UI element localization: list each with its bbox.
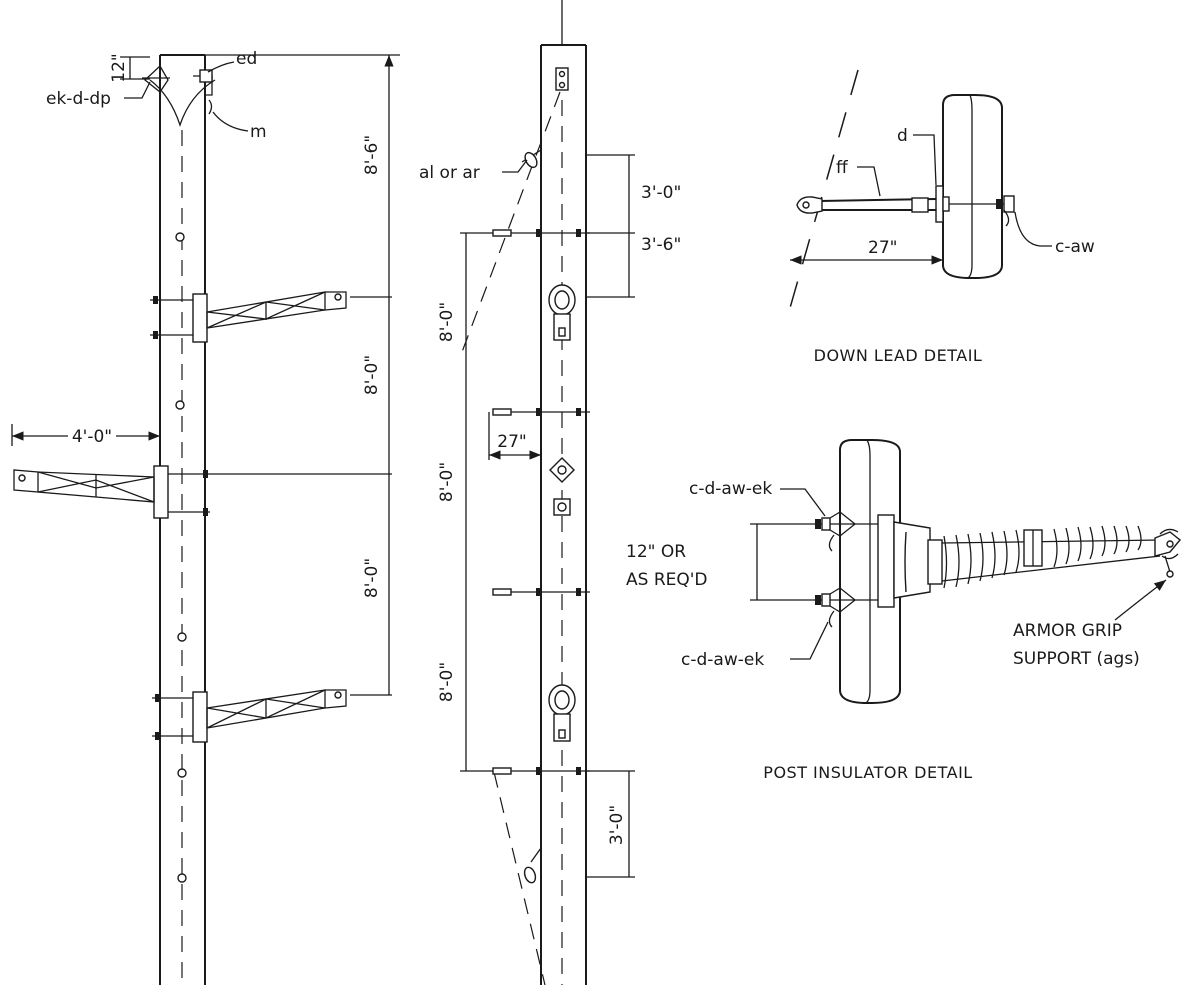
- bolt-rows: [492, 229, 590, 775]
- dim-4ft-0in: 4'-0": [72, 427, 112, 447]
- post-insulator-detail: c-d-aw-ek 12" OR AS REQ'D c-d-aw-ek ARMO…: [626, 439, 1181, 782]
- title-post-insulator-detail: POST INSULATOR DETAIL: [763, 763, 972, 782]
- guy-line-upper: [461, 91, 561, 353]
- lower-crossarm: [152, 689, 347, 743]
- down-lead-bracket: [935, 185, 944, 223]
- spacing-line-2: AS REQ'D: [626, 570, 708, 590]
- callout-ed: ed: [236, 49, 257, 69]
- pole-2: [540, 0, 587, 985]
- leader-ff: [857, 166, 881, 197]
- callout-ek-d-dp: ek-d-dp: [46, 89, 111, 109]
- leader-ek-d-dp: [124, 81, 151, 99]
- dim-8ft-0in-c: 8'-0": [437, 662, 457, 702]
- dim-8ft-0in-upper: 8'-0": [362, 355, 382, 395]
- leader-al-or-ar: [502, 159, 528, 173]
- post-insulator-sheds: [941, 525, 1161, 589]
- view2-dimensions: [460, 154, 635, 878]
- armor-grip-line-2: SUPPORT (ags): [1013, 649, 1140, 669]
- pole-elevation-view: 12" ed ek-d-dp m 8'-6" 8'-0" 8'-0" 4'-0": [11, 49, 400, 985]
- post-insulator-body: [877, 514, 943, 608]
- post-insulator-bolts: [812, 511, 890, 628]
- callout-c-aw: c-aw: [1055, 237, 1095, 257]
- leader-c-d-aw-ek-top: [780, 488, 826, 517]
- view1-dimensions: [11, 54, 400, 696]
- top-hardware: [142, 64, 213, 115]
- callout-m: m: [250, 122, 267, 142]
- leader-m: [212, 111, 249, 132]
- dim-12in-top: 12": [109, 53, 129, 82]
- pole-1: [149, 54, 216, 985]
- insulator-lower: [548, 684, 576, 742]
- leader-armor-grip: [1114, 579, 1167, 621]
- dim-8ft-0in-a: 8'-0": [437, 302, 457, 342]
- upper-crossarm: [150, 291, 347, 343]
- dim-27in-down-lead: 27": [868, 238, 897, 258]
- guy-line-lower: [493, 771, 546, 986]
- armor-grip-line-1: ARMOR GRIP: [1013, 621, 1122, 641]
- spacing-line-1: 12" OR: [626, 542, 686, 562]
- leader-d: [913, 134, 937, 186]
- dim-27in: 27": [497, 432, 526, 452]
- spacing-dimension: [750, 523, 812, 601]
- leader-ed: [207, 61, 235, 73]
- dim-3ft-6in: 3'-6": [641, 235, 681, 255]
- dim-3ft-0in-bottom: 3'-0": [607, 805, 627, 845]
- dim-8ft-0in-b: 8'-0": [437, 462, 457, 502]
- double-pole-upper: [942, 94, 1003, 279]
- callout-d: d: [897, 126, 908, 146]
- callout-c-d-aw-ek-top: c-d-aw-ek: [689, 479, 772, 499]
- leader-c-d-aw-ek-bottom: [790, 621, 829, 660]
- armor-grip-support: [1154, 528, 1181, 578]
- callout-ff: ff: [836, 158, 849, 178]
- dim-8ft-6in: 8'-6": [362, 135, 382, 175]
- leader-c-aw: [1014, 211, 1052, 247]
- down-lead-line: [787, 69, 859, 316]
- down-lead-rod: [796, 196, 937, 214]
- guy-attachment-lower: [523, 847, 542, 884]
- guy-attachment-upper: [521, 149, 542, 169]
- dim-3ft-0in-top: 3'-0": [641, 183, 681, 203]
- title-down-lead-detail: DOWN LEAD DETAIL: [814, 346, 983, 365]
- pole-step-plate: [549, 457, 575, 516]
- dim-8ft-0in-lower: 8'-0": [362, 558, 382, 598]
- middle-crossarm: [13, 465, 210, 519]
- callout-al-or-ar: al or ar: [419, 163, 480, 183]
- callout-c-d-aw-ek-bottom: c-d-aw-ek: [681, 650, 764, 670]
- pole-front-view: al or ar 3'-0" 3'-6" 8'-0" 27" 8'-0" 8'-…: [419, 0, 681, 986]
- insulator-upper: [548, 284, 576, 341]
- down-lead-detail: d ff 27" c-aw DOWN LEAD DETAIL: [787, 69, 1095, 365]
